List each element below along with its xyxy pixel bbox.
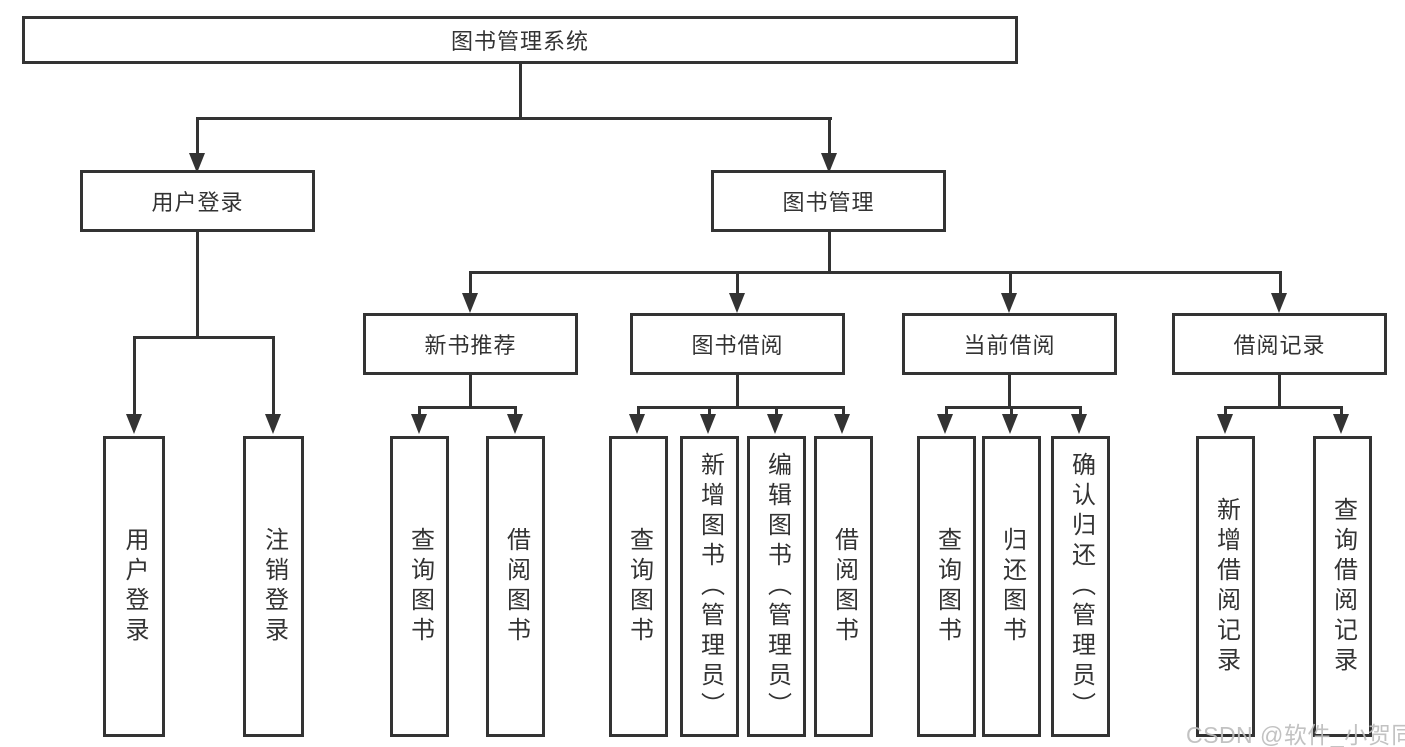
connector-line xyxy=(469,375,472,406)
connector-line xyxy=(1340,406,1343,416)
leaf-add-book-admin: 新增图书（管理员） xyxy=(680,436,739,737)
leaf-label: 用户登录 xyxy=(121,526,148,647)
node-current-borrowing: 当前借阅 xyxy=(902,313,1117,375)
connector-arrowhead xyxy=(1333,414,1349,434)
leaf-borrow-books-borrowing: 借阅图书 xyxy=(814,436,873,737)
connector-line xyxy=(1010,406,1013,416)
connector-arrowhead xyxy=(265,414,281,434)
csdn-watermark: CSDN @软件_小贺同学 xyxy=(1186,722,1405,747)
connector-line xyxy=(945,406,1081,409)
leaf-query-books-current: 查询图书 xyxy=(917,436,976,737)
connector-line xyxy=(1278,375,1281,406)
leaf-label: 确认归还（管理员） xyxy=(1067,451,1095,722)
connector-line xyxy=(637,406,844,409)
leaf-label: 查询借阅记录 xyxy=(1329,496,1357,677)
connector-line xyxy=(514,406,517,416)
connector-line xyxy=(1224,406,1227,416)
connector-line xyxy=(945,406,948,416)
connector-line xyxy=(1224,406,1342,409)
connector-arrowhead xyxy=(1002,414,1018,434)
leaf-borrow-books-recommend: 借阅图书 xyxy=(486,436,545,737)
connector-arrowhead xyxy=(700,414,716,434)
connector-arrowhead xyxy=(1071,414,1087,434)
leaf-label: 新增借阅记录 xyxy=(1212,496,1240,677)
connector-line xyxy=(736,375,739,406)
connector-arrowhead xyxy=(462,293,478,313)
connector-line xyxy=(1079,406,1082,416)
leaf-query-books-recommend: 查询图书 xyxy=(390,436,449,737)
connector-line xyxy=(196,232,199,336)
connector-arrowhead xyxy=(507,414,523,434)
connector-arrowhead xyxy=(188,153,205,173)
leaf-label: 查询图书 xyxy=(933,526,961,647)
leaf-label: 编辑图书（管理员） xyxy=(763,451,791,722)
node-library-system: 图书管理系统 xyxy=(22,16,1018,64)
leaf-edit-book-admin: 编辑图书（管理员） xyxy=(747,436,806,737)
leaf-return-books: 归还图书 xyxy=(982,436,1041,737)
leaf-add-borrow-record: 新增借阅记录 xyxy=(1196,436,1255,737)
node-borrowing-records: 借阅记录 xyxy=(1172,313,1387,375)
node-new-book-recommendation: 新书推荐 xyxy=(363,313,578,375)
connector-line xyxy=(418,406,421,416)
connector-line xyxy=(133,336,136,416)
connector-arrowhead xyxy=(834,414,850,434)
connector-line xyxy=(1009,271,1012,295)
connector-arrowhead xyxy=(1217,414,1233,434)
connector-line xyxy=(828,117,831,155)
connector-line xyxy=(519,64,522,117)
leaf-query-borrow-record: 查询借阅记录 xyxy=(1313,436,1372,737)
leaf-user-login: 用户登录 xyxy=(103,436,165,737)
connector-line xyxy=(842,406,845,416)
leaf-label: 借阅图书 xyxy=(502,526,530,647)
leaf-confirm-return-admin: 确认归还（管理员） xyxy=(1051,436,1110,737)
leaf-label: 借阅图书 xyxy=(830,526,858,647)
connector-arrowhead xyxy=(126,414,142,434)
connector-line xyxy=(272,336,275,416)
node-user-login: 用户登录 xyxy=(80,170,315,232)
leaf-logout: 注销登录 xyxy=(243,436,304,737)
connector-line xyxy=(418,406,517,409)
connector-line xyxy=(736,271,739,295)
connector-arrowhead xyxy=(820,153,837,173)
connector-line xyxy=(469,271,1282,274)
connector-line xyxy=(196,117,199,155)
connector-arrowhead xyxy=(411,414,427,434)
connector-line xyxy=(133,336,275,339)
connector-arrowhead xyxy=(1271,293,1287,313)
connector-arrowhead xyxy=(1001,293,1017,313)
connector-line xyxy=(708,406,711,416)
leaf-label: 归还图书 xyxy=(998,526,1026,647)
node-book-management: 图书管理 xyxy=(711,170,946,232)
leaf-query-books-borrowing: 查询图书 xyxy=(609,436,668,737)
node-book-borrowing: 图书借阅 xyxy=(630,313,845,375)
leaf-label: 注销登录 xyxy=(260,526,288,647)
connector-arrowhead xyxy=(767,414,783,434)
connector-line xyxy=(1008,375,1011,406)
connector-line xyxy=(1279,271,1282,295)
leaf-label: 新增图书（管理员） xyxy=(696,451,724,722)
connector-arrowhead xyxy=(937,414,953,434)
connector-line xyxy=(469,271,472,295)
connector-line xyxy=(196,117,832,120)
leaf-label: 查询图书 xyxy=(406,526,434,647)
connector-line xyxy=(637,406,640,416)
connector-arrowhead xyxy=(729,293,745,313)
connector-line xyxy=(775,406,778,416)
connector-arrowhead xyxy=(629,414,645,434)
leaf-label: 查询图书 xyxy=(625,526,653,647)
connector-line xyxy=(828,232,831,271)
